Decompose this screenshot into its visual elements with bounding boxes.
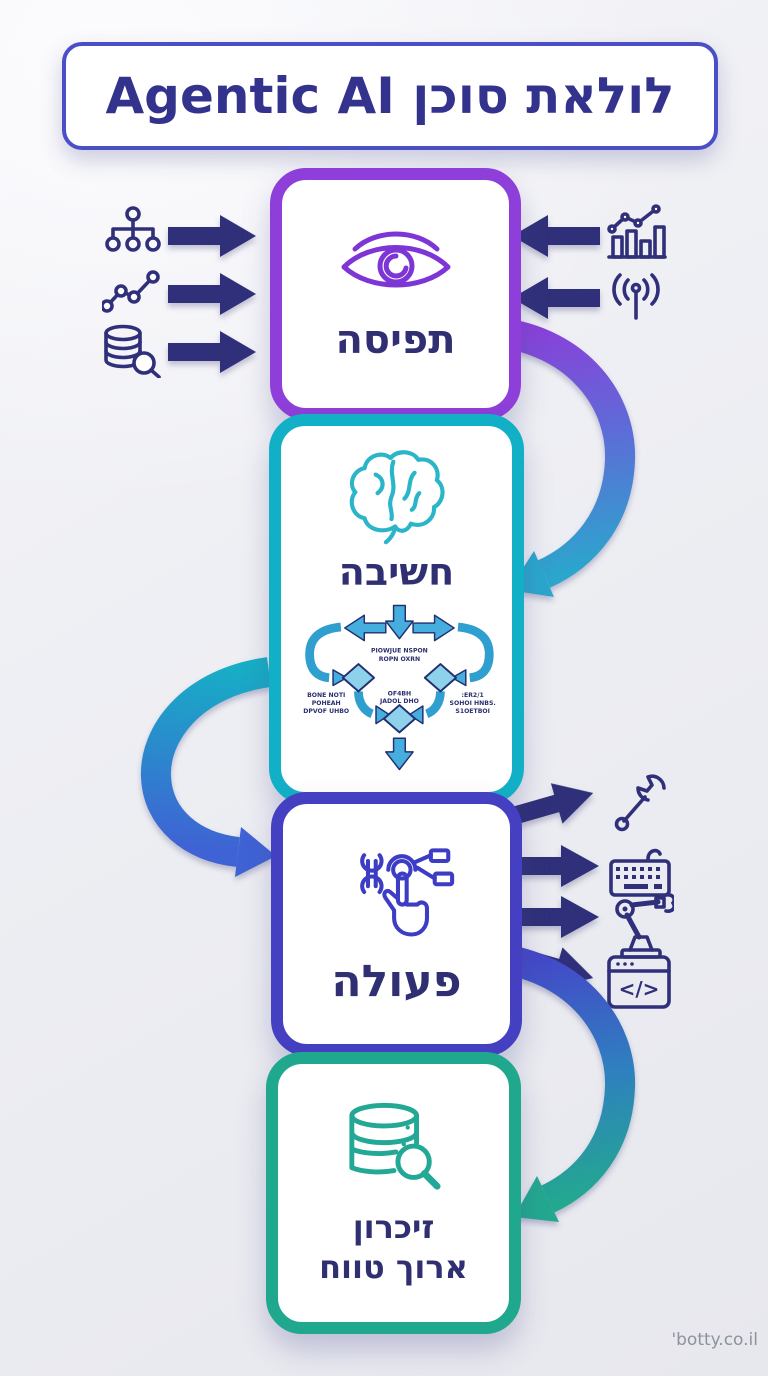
flow-diamond-right	[423, 662, 458, 693]
flow-label-mid-2: JADOL DHO	[379, 698, 419, 705]
page-title: לולאת סוכן Agentic AI	[105, 67, 675, 125]
memory-label: זיכרון ארוך טווח	[319, 1207, 468, 1287]
connector-thinking-to-action	[140, 655, 290, 885]
signal-antenna-icon	[604, 272, 668, 324]
brain-icon	[345, 445, 449, 545]
flow-arrow-right	[412, 614, 455, 642]
output-arrow-3	[501, 894, 599, 940]
robot-arm-icon	[610, 890, 674, 960]
flow-label-right-3: S1OETBOI	[455, 708, 489, 715]
flow-label-right-2: SOHOI HNBS.	[450, 700, 496, 707]
flow-diamond-center	[382, 703, 417, 734]
memory-box: זיכרון ארוך טווח	[266, 1052, 521, 1334]
flow-curve-left	[305, 622, 342, 682]
flow-label-top-1: PIOWJUE NSPON	[371, 647, 428, 654]
connector-action-to-memory	[486, 945, 646, 1230]
memory-label-line2: ארוך טווח	[319, 1248, 468, 1286]
trend-line-icon	[102, 266, 160, 318]
bar-chart-trend-icon	[606, 204, 668, 262]
eye-icon	[338, 223, 454, 299]
flow-curve-right	[457, 622, 494, 682]
flow-arrow-left	[344, 614, 387, 642]
input-arrow-right-3	[168, 329, 256, 375]
watermark: 'botty.co.il	[671, 1330, 758, 1350]
database-magnifier-icon	[339, 1099, 449, 1199]
flow-label-mid-1: OF4BH	[388, 690, 412, 697]
thinking-flowchart: PIOWJUE NSPON ROPN OXRN OF4BH JADOL DHO …	[294, 601, 499, 773]
tool-touch-icon	[338, 840, 456, 942]
thinking-box: חשיבה	[269, 414, 524, 804]
output-arrow-1	[493, 771, 600, 842]
title-banner: לולאת סוכן Agentic AI	[62, 42, 718, 150]
flow-curve-left-to-center	[354, 690, 374, 718]
thinking-label: חשיבה	[338, 550, 455, 595]
keyboard-icon	[608, 842, 672, 900]
input-arrow-right-2	[168, 271, 256, 317]
output-arrow-2	[501, 843, 599, 889]
flow-label-right-1: :ER2/1	[462, 692, 484, 699]
flow-label-left-2: POHEAH	[312, 700, 341, 707]
code-window-icon: </>	[607, 954, 671, 1010]
action-label: פעולה	[331, 955, 462, 1007]
flow-label-left-3: DPVOF UHBO	[303, 708, 349, 715]
action-box: פעולה	[271, 792, 522, 1056]
flow-arrow-down-top	[385, 604, 414, 640]
code-glyph: </>	[619, 977, 660, 1001]
org-chart-icon	[104, 205, 162, 261]
memory-label-line1: זיכרון	[352, 1208, 435, 1246]
flow-label-left-1: BONE NOTI	[307, 692, 345, 699]
input-arrow-left-2	[512, 275, 600, 321]
perception-label: תפיסה	[335, 317, 456, 363]
flow-arrow-down-bottom	[385, 737, 414, 770]
database-search-icon	[100, 322, 162, 378]
input-arrow-right-1	[168, 213, 256, 259]
flow-diamond-left	[341, 662, 376, 693]
input-arrow-left-1	[512, 213, 600, 259]
flow-label-top-2: ROPN OXRN	[379, 656, 420, 663]
perception-box: תפיסה	[270, 168, 521, 420]
flow-curve-right-to-center	[424, 690, 445, 718]
wrench-icon	[614, 772, 670, 834]
